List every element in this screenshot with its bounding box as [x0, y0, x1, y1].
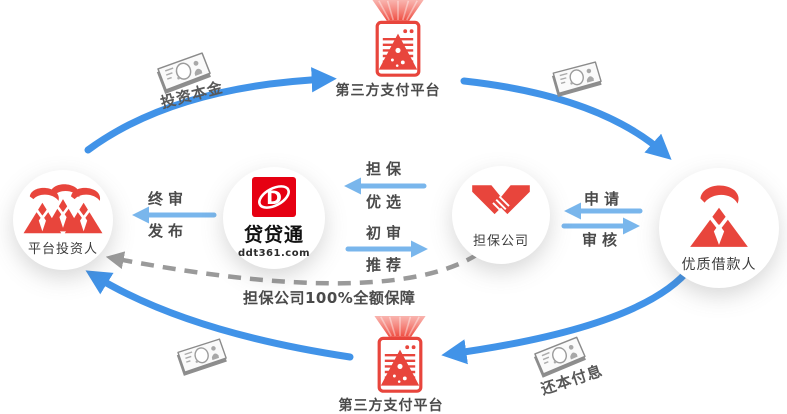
investors-node: 平台投资人	[13, 170, 113, 270]
brand-monogram: D	[266, 187, 282, 209]
apply-label: 申请	[583, 190, 624, 208]
borrower-label: 优质借款人	[681, 256, 757, 273]
payment-platform-top-label: 第三方支付平台	[335, 83, 441, 99]
brand-name: 贷贷通	[243, 224, 304, 246]
payment-platform-top-icon	[372, 0, 424, 77]
money-icon-repay	[533, 336, 586, 378]
investors-label: 平台投资人	[27, 242, 98, 257]
payment-platform-bottom-label: 第三方支付平台	[338, 398, 444, 414]
borrower-node: 优质借款人	[659, 168, 779, 288]
arc-payment-top-to-borrower	[460, 77, 672, 160]
publish-label: 发布	[147, 222, 188, 240]
money-icon-top-right	[551, 61, 602, 97]
brand-domain: ddt361.com	[238, 248, 310, 259]
borrower-icon	[690, 184, 748, 247]
brand-logo-icon: D	[252, 177, 296, 217]
arc-payment-bottom-to-investors	[85, 270, 354, 361]
payment-platform-bottom-icon	[374, 316, 426, 393]
investors-icon	[23, 184, 103, 234]
full-guarantee-label: 担保公司100%全额保障	[243, 289, 416, 307]
review-label: 审核	[581, 231, 622, 249]
final-review-label: 终审	[147, 190, 188, 208]
money-icon-bottom-left	[176, 338, 227, 376]
guarantee-label: 担保公司	[472, 233, 529, 249]
preferred-label: 优选	[365, 193, 406, 211]
dashed-guarantee-to-investors	[105, 251, 480, 286]
arc-borrower-to-payment-bottom	[441, 263, 695, 365]
recommend-label: 推荐	[365, 256, 406, 274]
brand-node: D 贷贷通 ddt361.com	[223, 167, 325, 269]
guarantee-node: 担保公司	[452, 166, 550, 264]
guarantee-flow-label: 担保	[365, 160, 406, 178]
money-icon-invest	[156, 52, 211, 95]
handshake-icon	[472, 184, 530, 214]
initial-review-label: 初审	[365, 224, 406, 242]
arc-investors-to-payment-top	[84, 67, 337, 154]
